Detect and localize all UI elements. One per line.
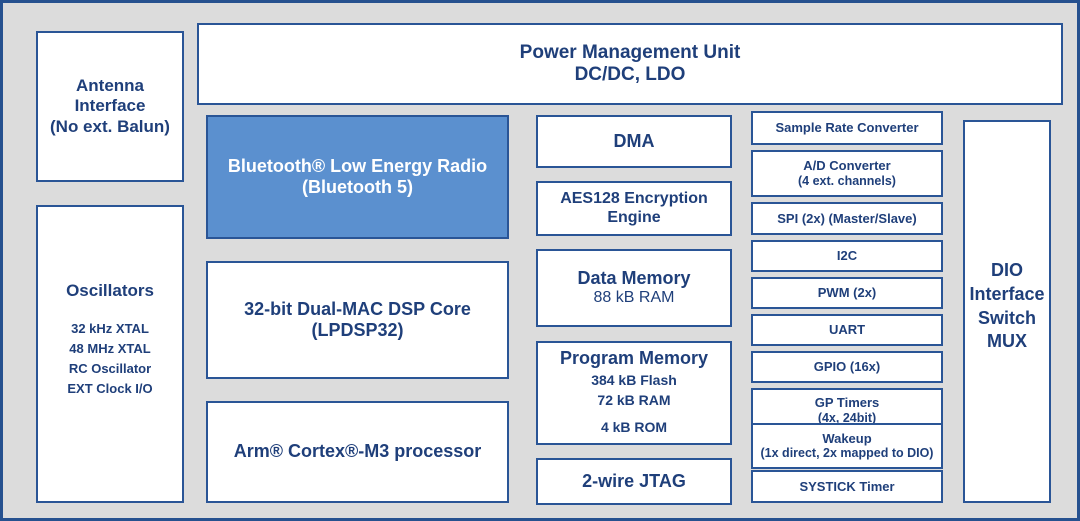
peripheral-label: GPIO (16x) bbox=[813, 359, 881, 375]
peripheral-block: SYSTICK Timer bbox=[751, 470, 943, 503]
block-dma: DMA bbox=[536, 115, 732, 168]
peripheral-block: GPIO (16x) bbox=[751, 351, 943, 383]
oscillators-title: Oscillators bbox=[66, 281, 154, 300]
block-power-management-unit: Power Management Unit DC/DC, LDO bbox=[197, 23, 1063, 105]
jtag-title: 2-wire JTAG bbox=[582, 470, 686, 491]
block-dsp-core: 32-bit Dual-MAC DSP Core (LPDSP32) bbox=[206, 261, 509, 379]
data-memory-size: 88 kB RAM bbox=[593, 289, 675, 307]
program-memory-title: Program Memory bbox=[559, 348, 709, 369]
dma-title: DMA bbox=[613, 130, 655, 151]
peripheral-block: Sample Rate Converter bbox=[751, 111, 943, 145]
aes-line-1: AES128 Encryption bbox=[560, 189, 708, 207]
block-dio-interface-switch-mux: DIO Interface Switch MUX bbox=[963, 120, 1051, 503]
program-memory-flash: 384 kB Flash bbox=[591, 371, 677, 388]
block-2-wire-jtag: 2-wire JTAG bbox=[536, 458, 732, 505]
peripheral-sublabel: (1x direct, 2x mapped to DIO) bbox=[760, 446, 934, 461]
block-cortex-m3-processor: Arm® Cortex®-M3 processor bbox=[206, 401, 509, 503]
peripheral-label: SYSTICK Timer bbox=[799, 478, 895, 494]
antenna-line-3: (No ext. Balun) bbox=[50, 116, 170, 136]
peripheral-block: PWM (2x) bbox=[751, 277, 943, 309]
block-data-memory: Data Memory 88 kB RAM bbox=[536, 249, 732, 327]
antenna-line-1: Antenna bbox=[76, 76, 144, 96]
peripheral-label: SPI (2x) (Master/Slave) bbox=[777, 210, 917, 226]
peripheral-label: A/D Converter bbox=[803, 158, 891, 174]
dio-line-1: DIO bbox=[990, 260, 1023, 280]
peripheral-sublabel: (4 ext. channels) bbox=[798, 173, 896, 188]
cortex-title: Arm® Cortex®-M3 processor bbox=[233, 441, 482, 462]
dio-line-2: Interface bbox=[969, 283, 1045, 304]
peripheral-block: UART bbox=[751, 314, 943, 346]
antenna-line-2: Interface bbox=[74, 96, 146, 116]
program-memory-ram: 72 kB RAM bbox=[597, 391, 671, 408]
oscillators-list: 32 kHz XTAL 48 MHz XTAL RC Oscillator EX… bbox=[67, 319, 152, 400]
block-bluetooth-low-energy-radio: Bluetooth® Low Energy Radio (Bluetooth 5… bbox=[206, 115, 509, 239]
pmu-title: Power Management Unit bbox=[519, 41, 741, 63]
peripheral-block: Wakeup(1x direct, 2x mapped to DIO) bbox=[751, 423, 943, 469]
block-aes128-encryption-engine: AES128 Encryption Engine bbox=[536, 181, 732, 236]
peripheral-block: SPI (2x) (Master/Slave) bbox=[751, 202, 943, 235]
oscillator-item: RC Oscillator bbox=[68, 361, 152, 377]
dio-line-3: Switch bbox=[977, 307, 1036, 328]
peripheral-label: PWM (2x) bbox=[817, 285, 877, 301]
pmu-subtitle: DC/DC, LDO bbox=[574, 64, 686, 85]
oscillator-item: 32 kHz XTAL bbox=[71, 321, 149, 337]
dsp-title: 32-bit Dual-MAC DSP Core bbox=[244, 298, 471, 319]
peripheral-label: GP Timers bbox=[814, 395, 880, 411]
oscillator-item: 48 MHz XTAL bbox=[69, 341, 151, 357]
block-oscillators: Oscillators 32 kHz XTAL 48 MHz XTAL RC O… bbox=[36, 205, 184, 503]
data-memory-title: Data Memory bbox=[577, 267, 691, 288]
peripheral-sublabel: (4x, 24bit) bbox=[817, 410, 877, 425]
peripheral-label: Wakeup bbox=[822, 430, 872, 446]
peripheral-label: I2C bbox=[836, 248, 858, 264]
bt-radio-subtitle: (Bluetooth 5) bbox=[302, 177, 413, 197]
oscillator-item: EXT Clock I/O bbox=[67, 381, 153, 397]
block-program-memory: Program Memory 384 kB Flash 72 kB RAM 4 … bbox=[536, 341, 732, 445]
block-antenna-interface: Antenna Interface (No ext. Balun) bbox=[36, 31, 184, 182]
peripheral-block: A/D Converter(4 ext. channels) bbox=[751, 150, 943, 197]
program-memory-rom: 4 kB ROM bbox=[600, 419, 668, 436]
aes-line-2: Engine bbox=[607, 208, 661, 226]
dsp-subtitle: (LPDSP32) bbox=[311, 320, 404, 340]
bt-radio-title: Bluetooth® Low Energy Radio bbox=[227, 155, 488, 176]
peripheral-block: I2C bbox=[751, 240, 943, 272]
dio-line-4: MUX bbox=[987, 331, 1027, 352]
peripheral-label: Sample Rate Converter bbox=[775, 120, 919, 136]
peripheral-label: UART bbox=[828, 322, 866, 338]
